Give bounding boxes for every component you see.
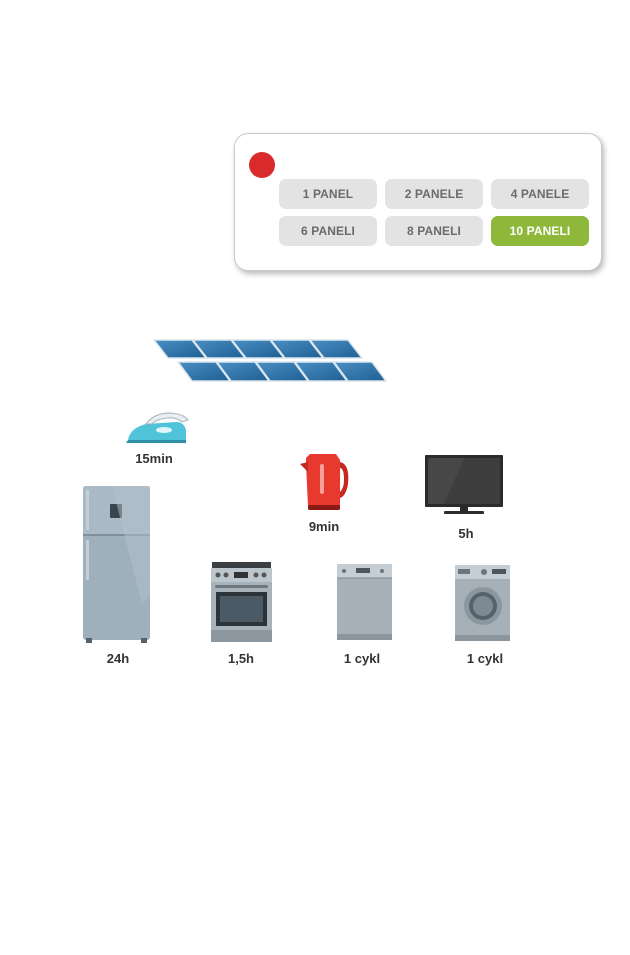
kettle-time-label: 9min [308,519,340,534]
oven-icon [211,562,272,642]
option-8-paneli-button[interactable]: 8 PANELI [385,216,483,246]
option-10-paneli-button[interactable]: 10 PANELI [491,216,589,246]
washer-cycle-label: 1 cykl [466,651,504,666]
tv-time-label: 5h [458,526,474,541]
fridge-icon [83,486,150,643]
option-1-panel-button[interactable]: 1 PANEL [279,179,377,209]
kettle-icon [300,454,349,510]
iron-icon [126,412,189,443]
option-6-paneli-button[interactable]: 6 PANELI [279,216,377,246]
option-4-panele-button[interactable]: 4 PANELE [491,179,589,209]
panel-selector-card: 1 PANEL 2 PANELE 4 PANELE 6 PANELI 8 PAN… [234,133,602,271]
status-indicator-dot [249,152,275,178]
washing-machine-icon [455,565,510,641]
solar-panel-icon [152,339,388,382]
tv-icon [425,455,503,514]
solar-panel-array [152,339,388,382]
fridge-time-label: 24h [106,651,130,666]
oven-time-label: 1,5h [227,651,254,666]
dishwasher-icon [337,564,392,640]
iron-time-label: 15min [135,451,173,466]
option-2-panele-button[interactable]: 2 PANELE [385,179,483,209]
dishwasher-cycle-label: 1 cykl [343,651,381,666]
